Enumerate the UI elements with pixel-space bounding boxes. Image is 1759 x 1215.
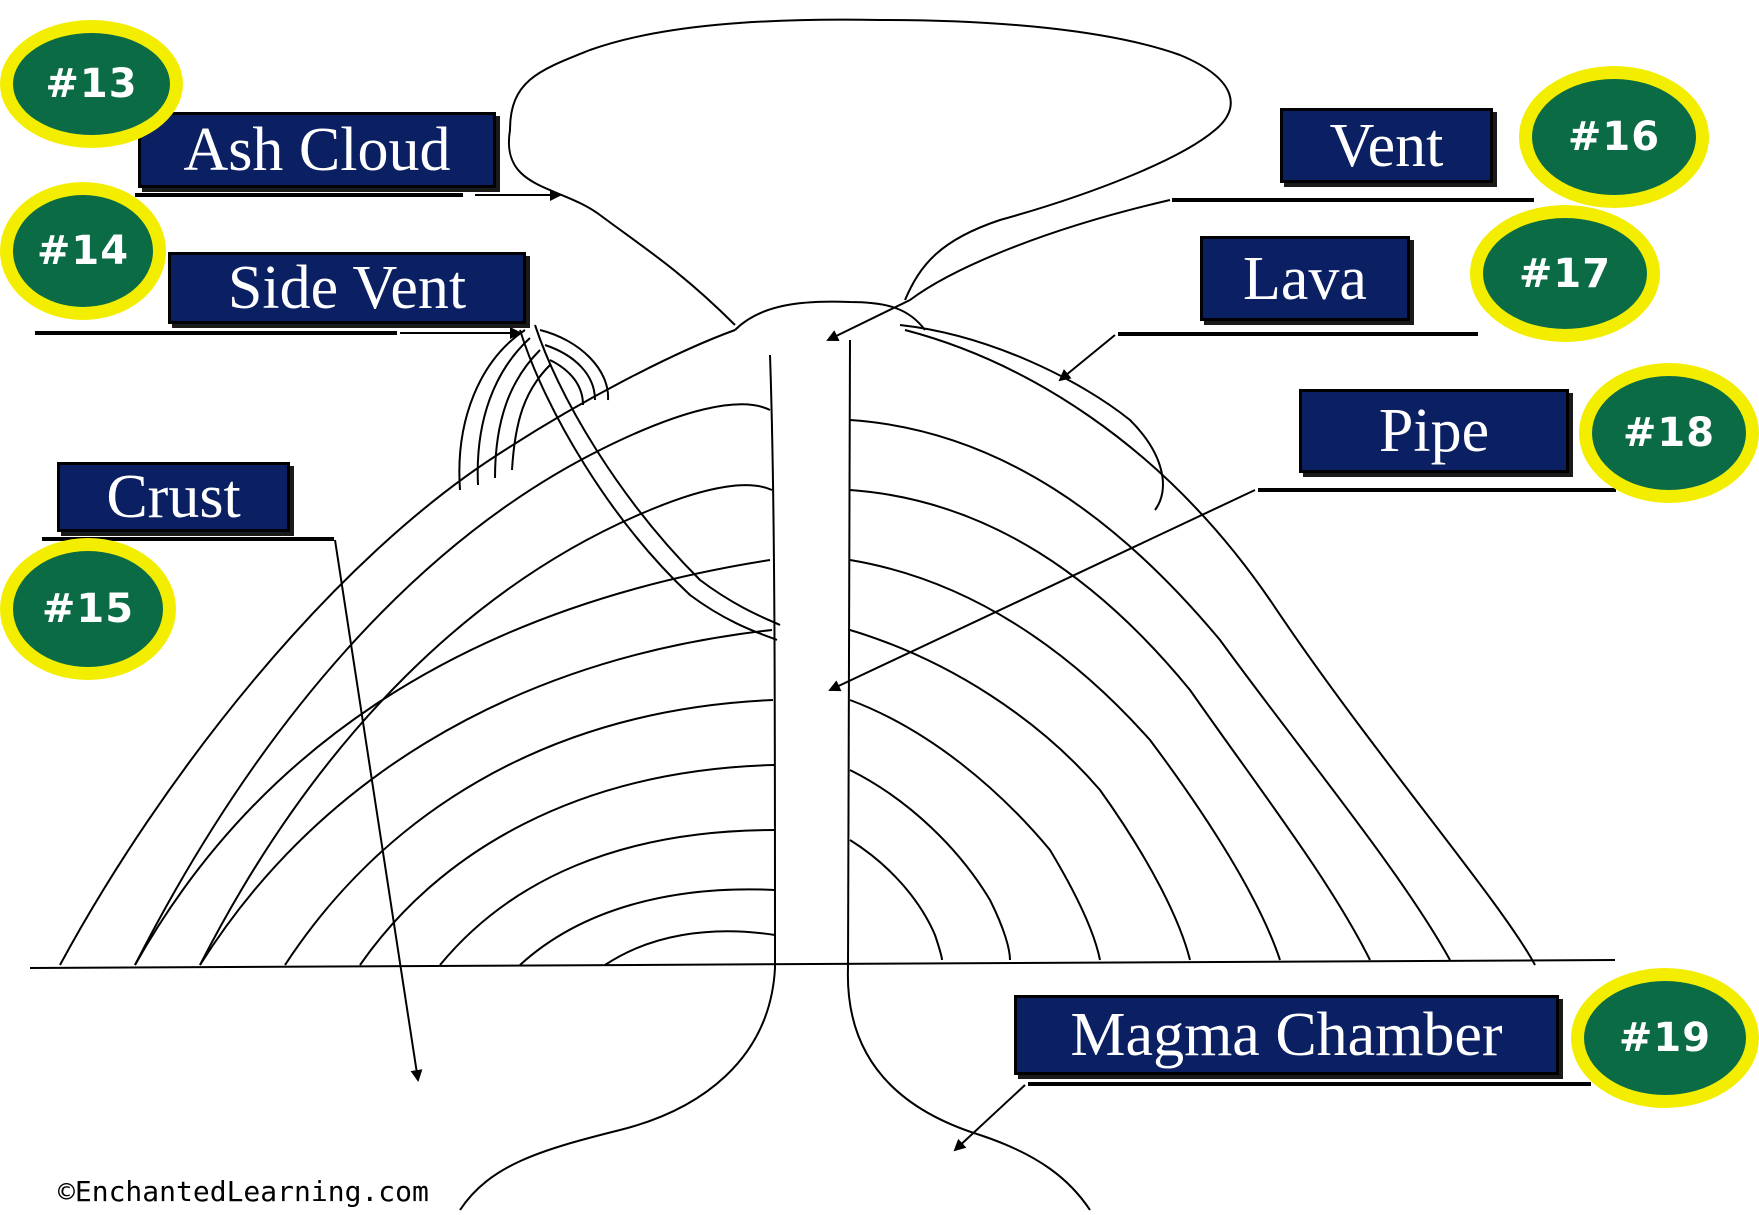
lava-leader bbox=[1058, 334, 1116, 382]
crust-underline bbox=[42, 537, 334, 541]
crater-rim bbox=[734, 300, 926, 331]
badge-16: #16 bbox=[1519, 66, 1709, 208]
lava-underline bbox=[1118, 332, 1478, 336]
copyright-credit: ©EnchantedLearning.com bbox=[58, 1175, 429, 1208]
ground-line bbox=[29, 959, 1616, 969]
badge-14: #14 bbox=[0, 182, 166, 320]
vent-underline bbox=[1172, 198, 1534, 202]
label-side-vent: Side Vent bbox=[168, 252, 526, 324]
magma-chamber-left-wall bbox=[459, 967, 776, 1211]
pipe-left-wall bbox=[769, 354, 776, 969]
magma-chamber-leader bbox=[953, 1084, 1026, 1152]
side-vent-underline bbox=[35, 331, 397, 335]
label-crust: Crust bbox=[57, 462, 290, 532]
label-lava: Lava bbox=[1200, 236, 1410, 321]
volcano-right-flank bbox=[904, 329, 1536, 966]
volcano-left-flank bbox=[59, 329, 736, 966]
pipe-underline bbox=[1258, 488, 1616, 492]
lava-flow-outline bbox=[899, 324, 1164, 511]
side-vent-channel bbox=[458, 324, 781, 641]
pipe-leader bbox=[828, 489, 1256, 692]
ash-cloud-underline bbox=[135, 193, 463, 197]
badge-15: #15 bbox=[0, 538, 176, 680]
crust-leader bbox=[334, 539, 423, 1082]
magma-chamber-underline bbox=[1028, 1082, 1591, 1086]
left-strata-layers bbox=[134, 403, 776, 966]
right-strata-layers bbox=[849, 419, 1451, 961]
label-pipe: Pipe bbox=[1299, 389, 1569, 473]
badge-13: #13 bbox=[0, 20, 183, 148]
badge-19: #19 bbox=[1571, 968, 1759, 1108]
badge-17: #17 bbox=[1470, 205, 1660, 342]
badge-18: #18 bbox=[1579, 363, 1759, 503]
leader-lines bbox=[334, 189, 1256, 1152]
pipe-right-wall bbox=[847, 339, 851, 969]
label-ash-cloud: Ash Cloud bbox=[138, 112, 496, 188]
magma-chamber-right-wall bbox=[846, 967, 1091, 1211]
label-magma-chamber: Magma Chamber bbox=[1014, 995, 1559, 1075]
label-vent: Vent bbox=[1280, 108, 1493, 183]
vent-leader bbox=[826, 199, 1171, 342]
ash-cloud-outline bbox=[507, 18, 1232, 326]
